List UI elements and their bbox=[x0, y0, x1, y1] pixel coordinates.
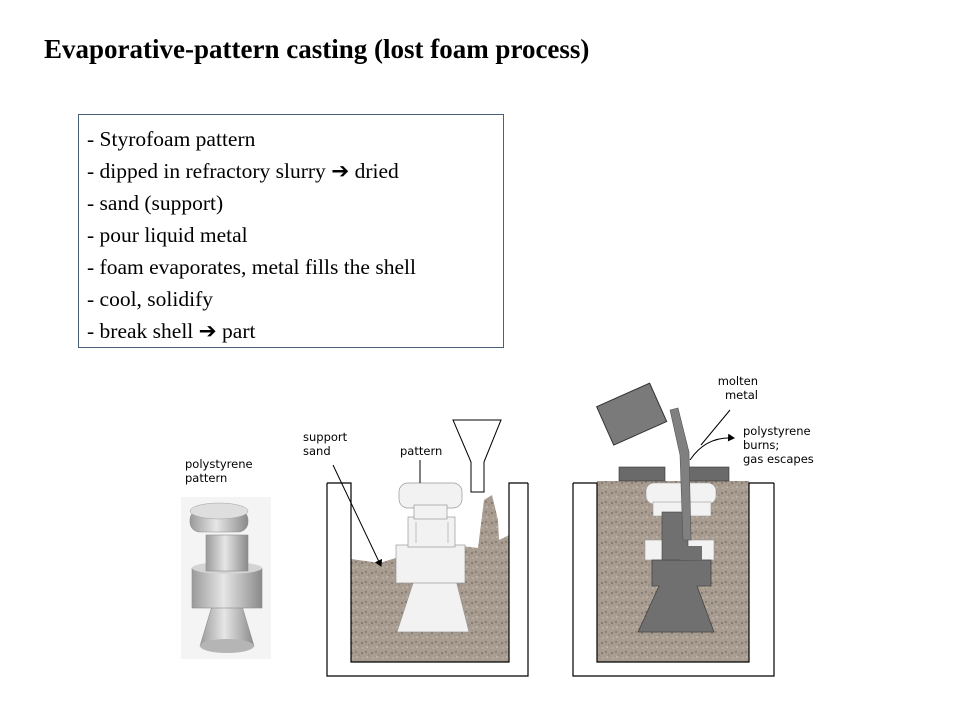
pouring-funnel bbox=[452, 419, 502, 493]
arrow-right-icon: ➔ bbox=[331, 159, 350, 183]
step-7: - break shell ➔ part bbox=[87, 319, 256, 343]
flask-with-sand bbox=[326, 419, 529, 677]
polystyrene-pattern-3d bbox=[181, 497, 271, 659]
page-title: Evaporative-pattern casting (lost foam p… bbox=[44, 34, 590, 64]
gas-escape-arrow-icon bbox=[689, 433, 735, 461]
process-steps-box: - Styrofoam pattern - dipped in refracto… bbox=[78, 114, 504, 348]
ladle bbox=[595, 382, 668, 446]
foam-pattern-in-sand bbox=[395, 482, 470, 633]
flask-pouring-metal bbox=[572, 382, 775, 677]
metal-pour-stream bbox=[669, 407, 692, 541]
step-1: - Styrofoam pattern bbox=[87, 127, 256, 151]
molten-metal-leader bbox=[700, 409, 731, 446]
arrow-right-icon: ➔ bbox=[198, 319, 217, 343]
support-sand-leader bbox=[332, 464, 383, 567]
step-5: - foam evaporates, metal fills the shell bbox=[87, 255, 416, 279]
step-4: - pour liquid metal bbox=[87, 223, 248, 247]
step-2: - dipped in refractory slurry ➔ dried bbox=[87, 159, 399, 183]
step-3: - sand (support) bbox=[87, 191, 224, 215]
label-pattern: pattern bbox=[400, 444, 443, 458]
step-6: - cool, solidify bbox=[87, 287, 213, 311]
